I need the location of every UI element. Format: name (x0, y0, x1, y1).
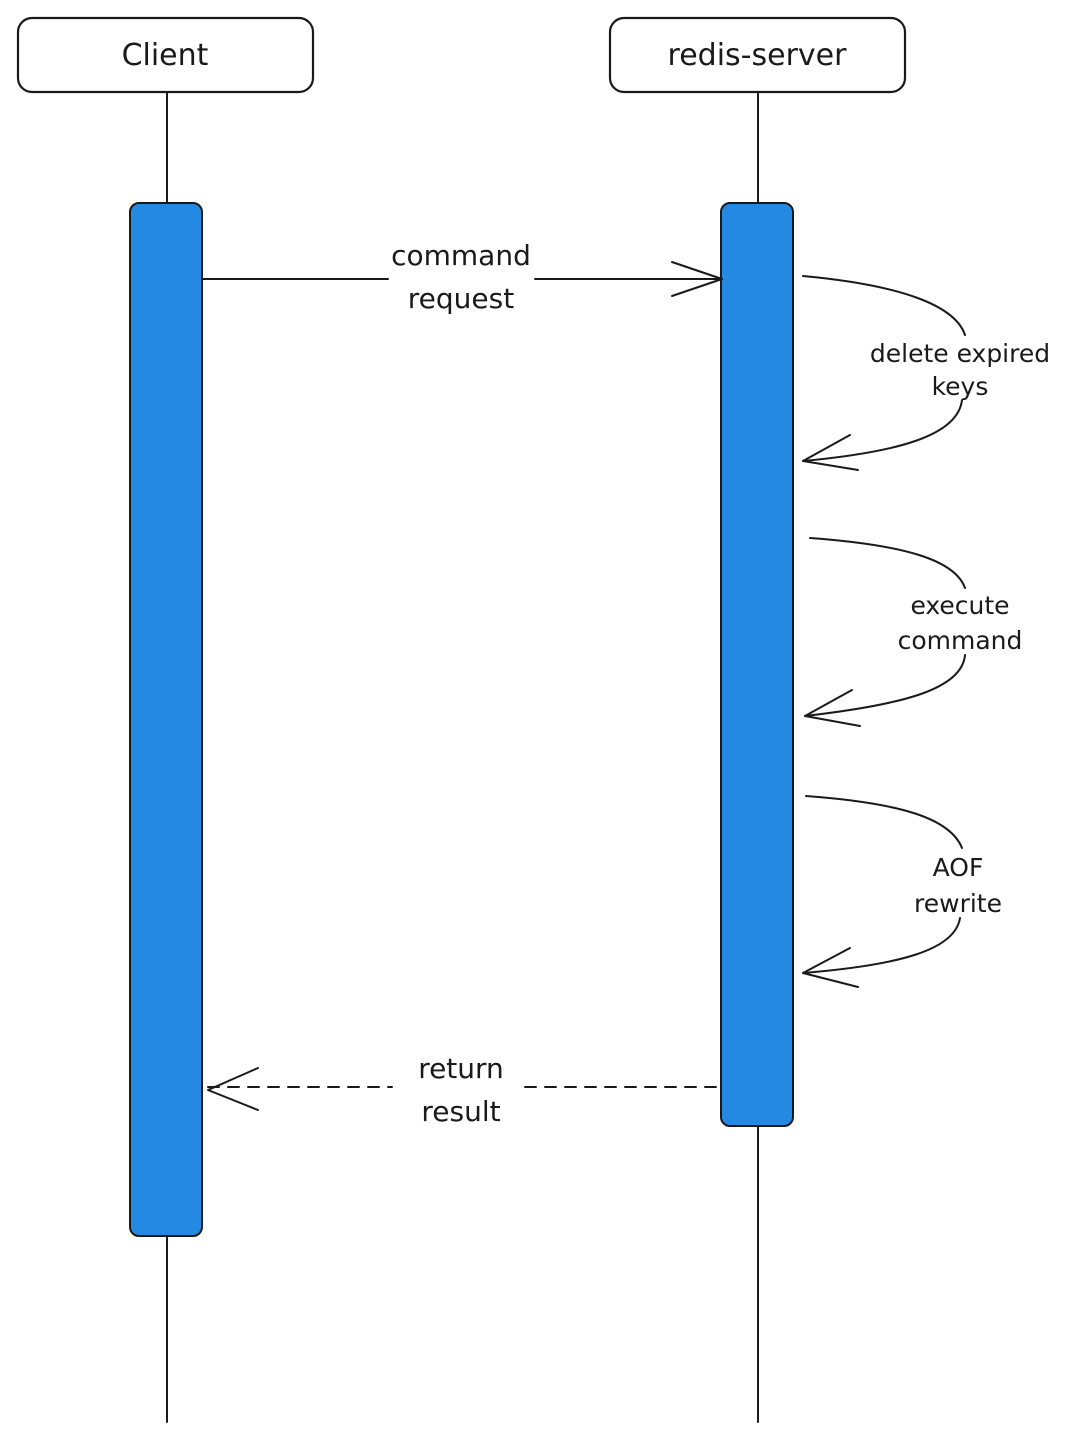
request-label-line1: command (391, 239, 531, 272)
client-activation-bar (129, 202, 203, 1237)
self-call-1-label-line2: keys (932, 372, 989, 401)
request-message: command request (202, 239, 723, 315)
response-arrowhead (207, 1067, 259, 1111)
self-call-2-label-line2: command (898, 626, 1023, 655)
self-call-delete-expired-keys: delete expired keys (802, 275, 1050, 471)
self-call-2-label-line1: execute (910, 591, 1009, 620)
self-call-execute-command: execute command (804, 537, 1023, 727)
server-activation-bar (720, 202, 794, 1127)
self-call-3-label-line2: rewrite (914, 889, 1002, 918)
self-call-3-curve-bottom (802, 917, 961, 974)
self-call-1-label-line1: delete expired (870, 339, 1050, 368)
self-call-1-curve-top (802, 275, 966, 336)
self-call-3-curve-top (805, 795, 963, 849)
response-label-line2: result (421, 1095, 500, 1128)
request-label-line2: request (408, 282, 514, 315)
self-call-1-curve-bottom (802, 399, 963, 462)
server-label: redis-server (668, 38, 848, 73)
self-call-2-arrowhead (804, 689, 861, 727)
client-header-box[interactable] (16, 16, 315, 94)
response-message: return result (207, 1052, 718, 1128)
request-arrowhead (671, 261, 723, 297)
self-call-2-curve-bottom (804, 654, 966, 717)
self-call-3-arrowhead (802, 947, 859, 988)
self-call-2-curve-top (809, 537, 966, 589)
server-participant[interactable]: redis-server (608, 16, 907, 94)
client-participant[interactable]: Client (16, 16, 315, 94)
self-call-1-arrowhead (802, 434, 859, 471)
self-call-aof-rewrite: AOF rewrite (802, 795, 1002, 988)
self-call-3-label-line1: AOF (933, 853, 984, 882)
response-label-line1: return (418, 1052, 504, 1085)
client-label: Client (122, 38, 209, 73)
